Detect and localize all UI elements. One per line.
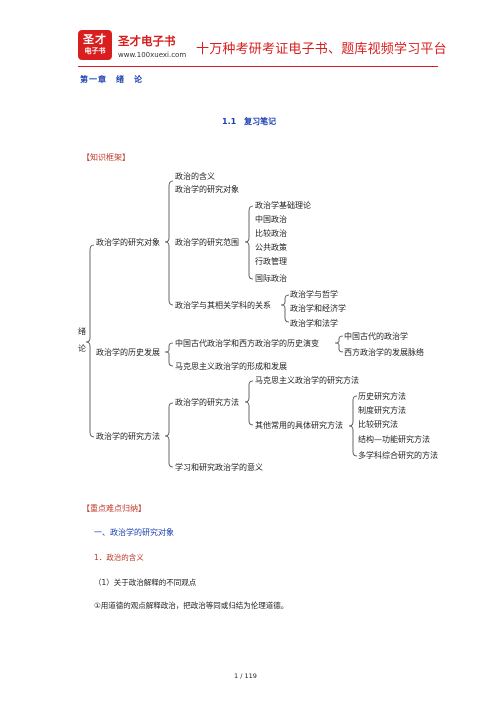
root-char-2: 论: [78, 343, 86, 353]
object-brace: [164, 180, 174, 306]
specific-method-item: 历史研究方法: [358, 391, 406, 401]
related-item: 政治学和经济学: [290, 303, 346, 313]
specific-method-item: 多学科综合研究的方法: [358, 450, 438, 460]
specific-method-item: 比较研究法: [358, 419, 398, 429]
related-brace: [280, 294, 290, 323]
l1-research-object: 政治学的研究对象: [96, 237, 160, 247]
evolution-item: 西方政治学的发展脉络: [344, 347, 424, 357]
approaches-brace: [244, 380, 254, 426]
framework-label: 【知识框架】: [82, 153, 130, 162]
object-item: 政治学与其相关学科的关系: [175, 300, 271, 310]
l1-research-method: 政治学的研究方法: [96, 431, 160, 441]
scope-item: 公共政策: [255, 242, 287, 252]
chapter-title: 第一章 绪 论: [80, 75, 143, 84]
heading-level2: 1．政治的含义: [94, 553, 144, 562]
root-char-1: 绪: [78, 326, 86, 336]
history-brace: [164, 342, 174, 367]
method-brace: [164, 402, 174, 468]
publisher-logo: 圣才 电子书: [78, 30, 112, 60]
evolution-item: 中国古代的政治学: [344, 331, 408, 341]
related-item: 政治学与哲学: [290, 289, 338, 299]
brand-name: 圣才电子书: [118, 34, 176, 48]
approach-item: 其他常用的具体研究方法: [255, 420, 343, 430]
heading-level1: 一、政治学的研究对象: [94, 528, 174, 537]
object-item: 政治学的研究对象: [175, 184, 239, 194]
method-item: 政治学的研究方法: [175, 397, 239, 407]
scope-item: 政治学基础理论: [255, 200, 311, 210]
history-item: 中国古代政治学和西方政治学的历史演变: [175, 338, 319, 348]
scope-item: 中国政治: [255, 214, 287, 224]
header-slogan: 十万种考研考证电子书、题库视频学习平台: [196, 42, 447, 57]
scope-item: 比较政治: [255, 228, 287, 238]
specific-method-item: 制度研究方法: [358, 405, 406, 415]
history-item: 马克思主义政治学的形成和发展: [175, 361, 287, 371]
section-title: 1.1 复习笔记: [222, 117, 277, 126]
header-divider: [78, 66, 438, 67]
scope-item: 国际政治: [255, 273, 287, 283]
object-item: 政治学的研究范围: [175, 237, 239, 247]
method-item: 学习和研究政治学的意义: [175, 462, 263, 472]
root-brace: [85, 244, 95, 438]
evolution-brace: [334, 335, 344, 353]
l1-history: 政治学的历史发展: [96, 347, 160, 357]
logo-text-line2: 电子书: [84, 47, 106, 55]
diagram-braces: [85, 180, 358, 468]
approach-item: 马克思主义政治学的研究方法: [255, 375, 359, 385]
specific-method-item: 结构—功能研究方法: [358, 434, 430, 444]
paragraph: （1）关于政治解释的不同观点: [94, 578, 197, 587]
scope-item: 行政管理: [255, 256, 287, 266]
scope-brace: [244, 205, 254, 280]
website-link[interactable]: www.100xuexi.com: [118, 51, 187, 59]
object-item: 政治的含义: [175, 171, 215, 181]
related-item: 政治学和法学: [290, 318, 338, 328]
keypoints-label: 【重点难点归纳】: [82, 504, 146, 513]
logo-text-line1: 圣才: [83, 33, 107, 46]
paragraph: ①用道德的观点解释政治，把政治等同或归结为伦理道德。: [94, 601, 289, 610]
page-number: 1 / 119: [234, 672, 257, 680]
specific-brace: [348, 395, 358, 457]
